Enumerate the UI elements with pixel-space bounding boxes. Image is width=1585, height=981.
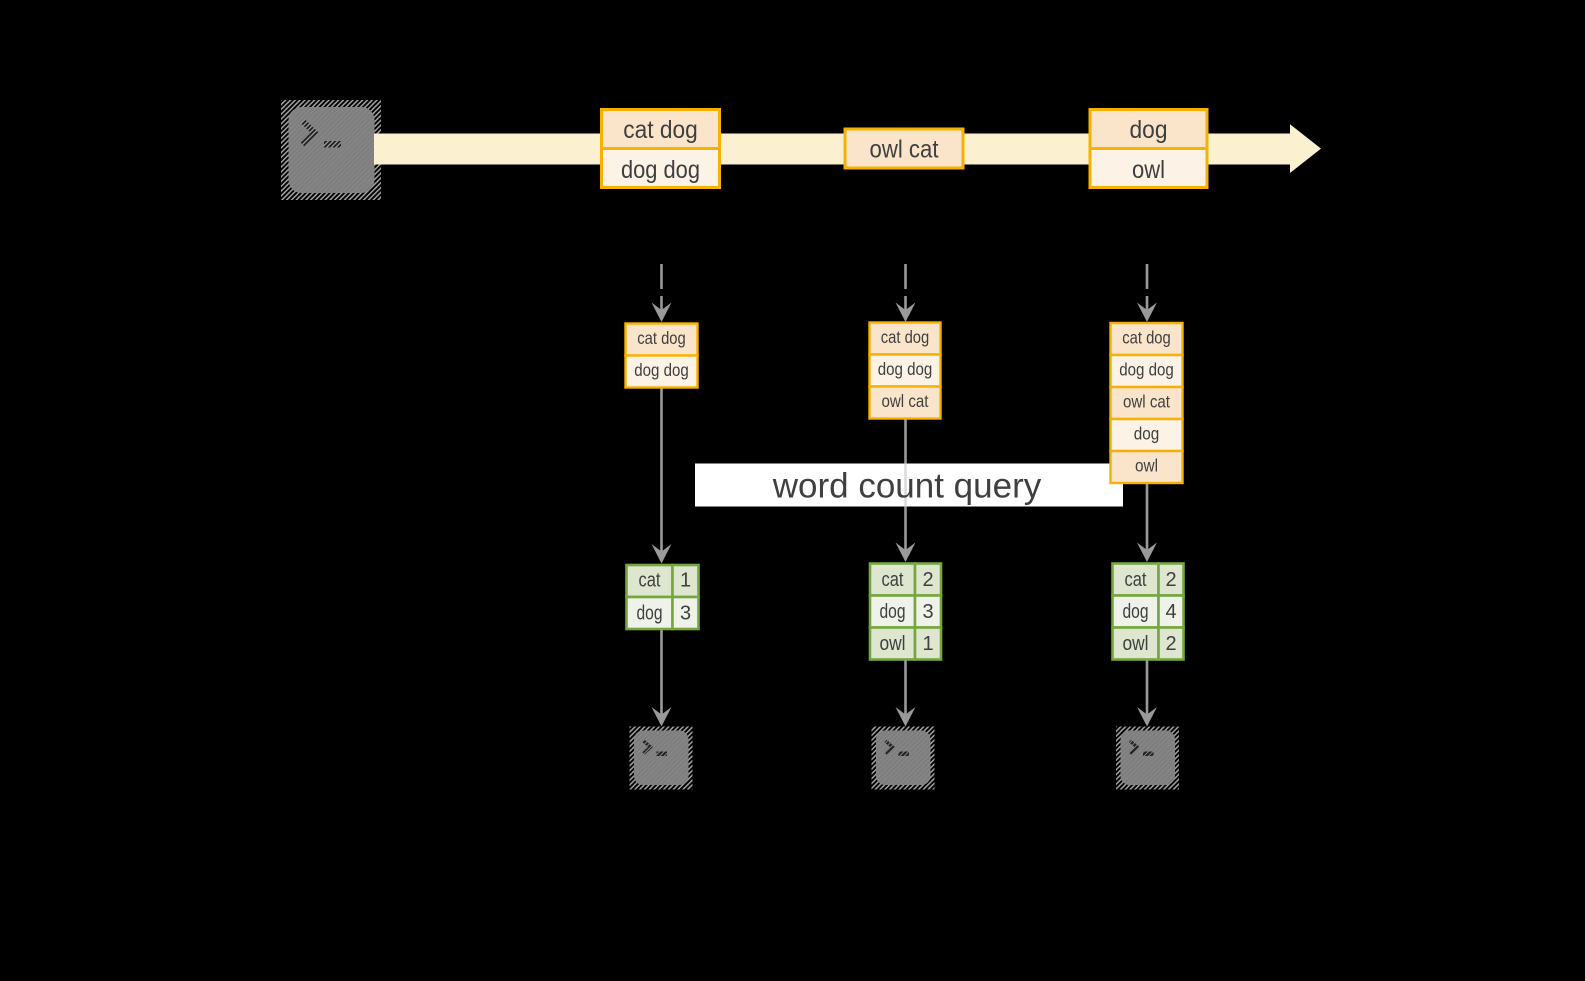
svg-text:dog: dog: [637, 603, 663, 625]
svg-text:dog: dog: [1130, 116, 1168, 144]
svg-text:owl cat: owl cat: [870, 136, 939, 164]
svg-text:2: 2: [1165, 633, 1176, 655]
svg-text:3: 3: [922, 601, 933, 623]
svg-text:cat: cat: [639, 570, 661, 592]
svg-text:1: 1: [680, 570, 691, 592]
svg-text:1: 1: [922, 633, 933, 655]
svg-text:dog: dog: [880, 601, 906, 623]
svg-text:owl: owl: [1123, 633, 1149, 655]
svg-text:cat: cat: [882, 569, 904, 591]
svg-text:cat dog: cat dog: [637, 328, 686, 348]
svg-text:dog: dog: [1123, 601, 1149, 623]
svg-text:3: 3: [680, 603, 691, 625]
svg-text:owl cat: owl cat: [1123, 392, 1170, 412]
svg-text:cat: cat: [1125, 569, 1147, 591]
svg-text:owl: owl: [880, 633, 906, 655]
svg-text:dog dog: dog dog: [878, 359, 933, 379]
svg-text:dog dog: dog dog: [621, 156, 700, 184]
svg-text:owl: owl: [1132, 156, 1165, 184]
svg-text:cat dog: cat dog: [1122, 328, 1171, 348]
svg-text:2: 2: [1165, 569, 1176, 591]
svg-text:dog dog: dog dog: [1119, 360, 1174, 380]
svg-text:cat dog: cat dog: [881, 327, 930, 347]
svg-text:cat dog: cat dog: [623, 116, 698, 144]
svg-text:word count query: word count query: [772, 467, 1042, 506]
svg-text:dog dog: dog dog: [634, 360, 689, 380]
svg-text:2: 2: [922, 569, 933, 591]
svg-text:dog: dog: [1134, 424, 1160, 444]
svg-text:owl cat: owl cat: [882, 391, 929, 411]
svg-text:owl: owl: [1135, 456, 1158, 476]
svg-text:4: 4: [1165, 601, 1176, 623]
